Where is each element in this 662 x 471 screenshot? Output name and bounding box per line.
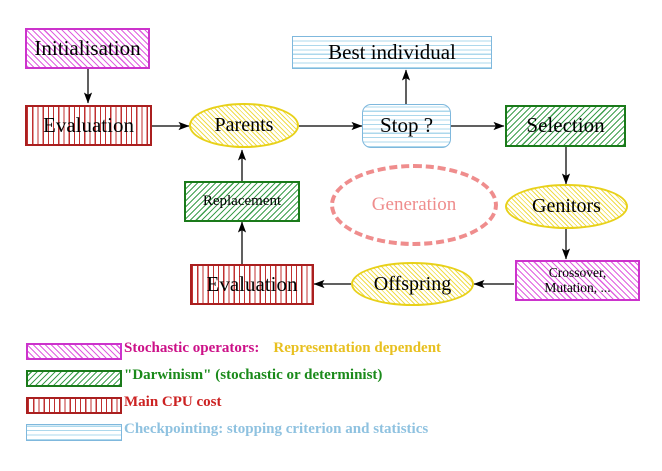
legend-label-darwinism: "Darwinism" (stochastic or determinist) — [124, 367, 383, 383]
legend-label-cpu-cost: Main CPU cost — [124, 394, 222, 410]
node-best-individual[interactable]: Best individual — [292, 36, 492, 69]
connector-layer — [83, 69, 571, 289]
legend-swatch-red-vertical-hatch — [26, 397, 122, 414]
legend-label-stochastic-secondary: Representation dependent — [273, 340, 442, 356]
legend-row-darwinism: "Darwinism" (stochastic or determinist) — [0, 367, 662, 394]
generation-label: Generation — [371, 194, 457, 215]
legend-swatch-magenta-diagonal-hatch — [26, 343, 122, 360]
node-evaluation-top[interactable]: Evaluation — [25, 105, 152, 146]
node-genitors-label: Genitors — [532, 195, 601, 218]
node-evaluation-bottom[interactable]: Evaluation — [190, 264, 314, 305]
node-stop[interactable]: Stop ? — [362, 104, 451, 148]
node-selection[interactable]: Selection — [505, 105, 626, 147]
node-stop-label: Stop ? — [379, 113, 434, 138]
legend-swatch-blue-horizontal-hatch — [26, 424, 122, 441]
node-crossover-mutation[interactable]: Crossover, Mutation, ... — [515, 260, 640, 301]
legend-row-checkpointing: Checkpointing: stopping criterion and st… — [0, 421, 662, 448]
legend-label-stochastic-primary: Stochastic operators: — [124, 340, 260, 356]
node-best-individual-label: Best individual — [328, 39, 456, 64]
legend-swatch-green-diagonal-hatch — [26, 370, 122, 387]
node-evaluation-top-label: Evaluation — [43, 112, 134, 137]
legend-row-cpu-cost: Main CPU cost — [0, 394, 662, 421]
node-parents[interactable]: Parents — [189, 103, 299, 148]
node-offspring-label: Offspring — [373, 272, 452, 295]
node-crossover-mutation-label: Crossover, Mutation, ... — [544, 265, 611, 295]
legend-label-checkpointing: Checkpointing: stopping criterion and st… — [124, 421, 429, 437]
node-selection-label: Selection — [526, 113, 605, 138]
node-genitors[interactable]: Genitors — [505, 184, 628, 229]
node-offspring[interactable]: Offspring — [351, 262, 474, 306]
node-replacement[interactable]: Replacement — [184, 181, 300, 222]
legend-row-stochastic: Stochastic operators: Representation depe… — [0, 340, 662, 367]
legend: Stochastic operators: Representation depe… — [0, 340, 662, 448]
node-initialisation-label: Initialisation — [34, 35, 141, 60]
node-parents-label: Parents — [214, 114, 274, 137]
node-replacement-label: Replacement — [202, 192, 282, 209]
node-evaluation-bottom-label: Evaluation — [206, 271, 298, 296]
legend-label-stochastic: Stochastic operators: Representation depe… — [124, 340, 441, 357]
node-initialisation[interactable]: Initialisation — [25, 28, 150, 69]
generation-annotation: Generation — [330, 164, 498, 246]
